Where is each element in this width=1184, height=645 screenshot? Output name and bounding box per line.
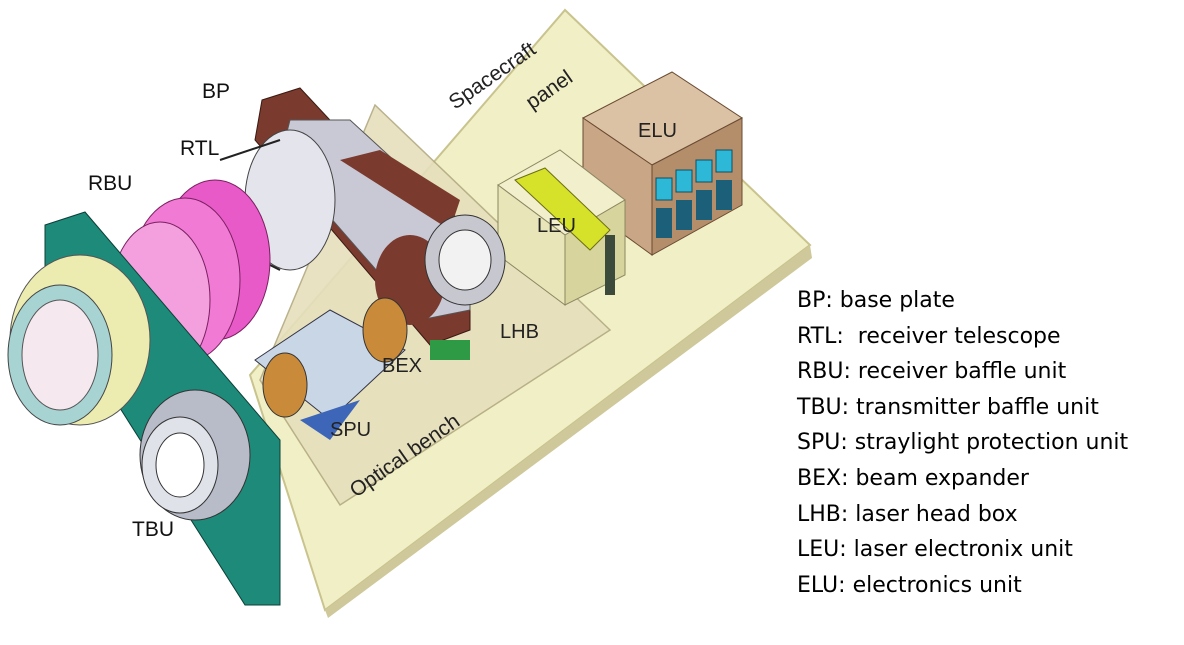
legend-item: ELU: electronics unit [797,572,1022,598]
legend-item: TBU: transmitter baffle unit [797,394,1099,420]
panel-edge [325,245,812,618]
label-spu: SPU [330,419,371,441]
legend: BP: base plate RTL: receiver telescope R… [797,283,1177,603]
receiver-front-ring [7,254,151,426]
label-elu: ELU [638,120,677,142]
legend-item: BP: base plate [797,288,955,313]
leu-box [497,149,626,306]
legend-item: BEX: beam expander [797,465,1029,491]
label-lhb: LHB [500,321,539,343]
label-bp: BP [202,80,230,103]
label-tbu: TBU [132,518,174,541]
label-leu: LEU [537,215,576,237]
elu-connectors [655,149,733,238]
spu-unit [254,297,408,440]
lhb-unit [424,214,506,360]
label-rtl: RTL [180,137,219,160]
legend-item: RBU: receiver baffle unit [797,359,1067,385]
legend-item: LHB: laser head box [797,501,1018,527]
legend-item: LEU: laser electronix unit [797,537,1073,563]
label-bex: BEX [382,355,422,377]
tbu-unit [139,389,251,521]
elu-box [582,71,743,256]
label-rbu: RBU [88,172,132,195]
legend-item: RTL: receiver telescope [797,323,1061,349]
legend-item: SPU: straylight protection unit [797,430,1129,456]
